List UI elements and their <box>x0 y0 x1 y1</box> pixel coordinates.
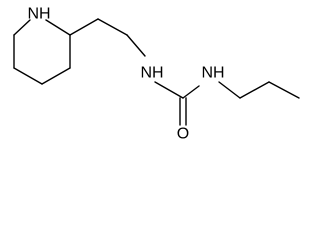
atom-label-carbonyl-o: O <box>177 126 189 143</box>
bond-c2-c3 <box>268 81 300 99</box>
atom-label-ring-nh: NH <box>27 6 50 23</box>
atom-label-urea-nh-right: NH <box>201 65 224 82</box>
bond-carbonyl-c-nh <box>182 85 200 99</box>
bond-c3-c4 <box>41 67 71 85</box>
bond-c2-ca <box>69 18 99 36</box>
bond-n1-c2 <box>45 19 71 36</box>
bond-cb-nh <box>126 34 146 57</box>
propyl-chain <box>218 81 300 99</box>
structural-formula: NH NH NH O <box>13 6 300 143</box>
bond-ca-cb <box>97 18 128 36</box>
bond-c4-c5 <box>13 67 43 85</box>
bond-nh-carbonyl-c <box>154 81 184 99</box>
ethyl-linker <box>69 18 146 57</box>
urea-group <box>154 81 200 126</box>
bond-nh-c1 <box>218 81 241 99</box>
bond-c1-c2 <box>239 81 270 99</box>
piperidine-ring <box>13 19 71 85</box>
atom-label-urea-nh-left: NH <box>140 65 163 82</box>
bond-c6-n1 <box>13 19 31 36</box>
